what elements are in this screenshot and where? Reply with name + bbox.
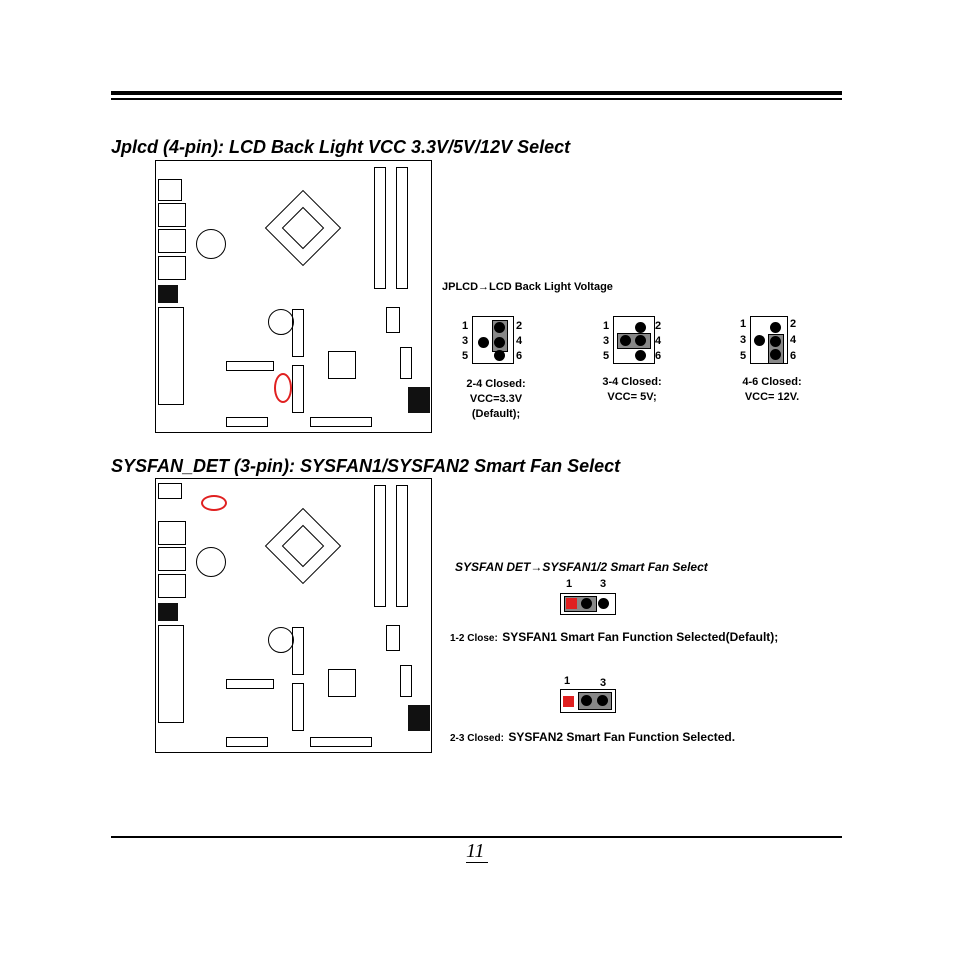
bottom-rule — [111, 836, 842, 838]
jplcd-setting-2-4: 1 3 5 2 4 6 — [462, 316, 562, 426]
page-number: 11 — [466, 840, 485, 862]
pin-1-marker — [563, 696, 574, 707]
jplcd-setting-4-6: 1 3 5 2 4 6 — [740, 316, 797, 364]
sysfan-setting-1-2: 1 3 — [560, 578, 620, 618]
sysfan-setting-2-3-caption: 2-3 Closed: SYSFAN2 Smart Fan Function S… — [450, 730, 736, 744]
jplcd-location-marker — [274, 373, 292, 403]
jplcd-setting-4-6-caption: 4-6 Closed: VCC= 12V. — [742, 376, 802, 403]
jplcd-setting-3-4-caption: 3-4 Closed: VCC= 5V; — [602, 376, 662, 403]
sysfan-setting-1-2-caption: 1-2 Close: SYSFAN1 Smart Fan Function Se… — [450, 630, 779, 644]
top-rule — [111, 91, 842, 95]
motherboard-diagram-2 — [155, 478, 432, 753]
sysfan-det-location-marker — [201, 495, 227, 511]
pin-1-marker — [566, 598, 577, 609]
motherboard-diagram-1 — [155, 160, 432, 433]
top-rule-second — [111, 98, 842, 100]
section-title-jplcd: Jplcd (4-pin): LCD Back Light VCC 3.3V/5… — [111, 137, 571, 157]
sysfan-diagram-label: SYSFAN DET→SYSFAN1/2 Smart Fan Select — [455, 560, 708, 574]
jplcd-diagram-label: JPLCD→LCD Back Light Voltage — [442, 281, 613, 293]
sysfan-setting-2-3: 1 3 — [560, 675, 620, 715]
section-title-sysfan: SYSFAN_DET (3-pin): SYSFAN1/SYSFAN2 Smar… — [111, 456, 621, 476]
jplcd-setting-3-4: 1 3 5 2 4 6 — [603, 316, 703, 376]
jplcd-setting-2-4-caption: 2-4 Closed: VCC=3.3V (Default); — [466, 378, 526, 420]
page-number-underline — [466, 862, 488, 863]
